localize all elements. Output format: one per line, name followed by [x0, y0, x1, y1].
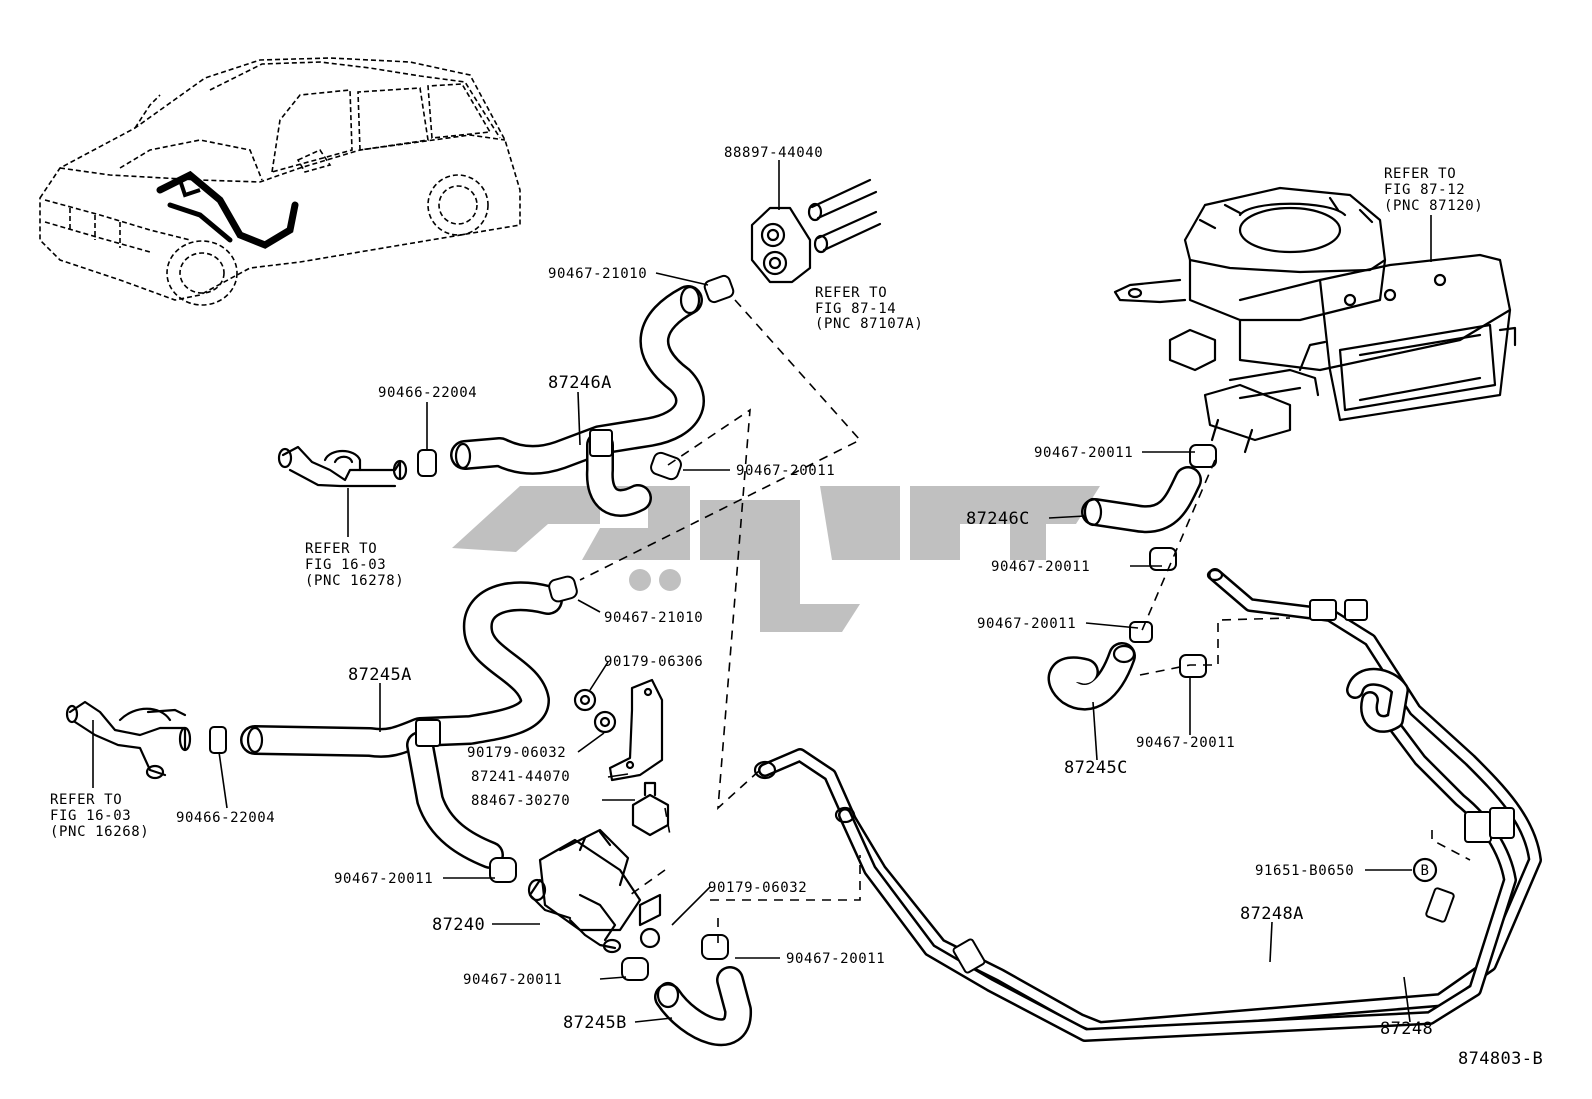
- label-ref-87-14-line2: FIG 87-14: [815, 301, 896, 317]
- label-90466-22004-top: 90466-22004: [378, 385, 477, 401]
- leader-lines: [92, 160, 1432, 1023]
- hose-clamps: [209, 274, 1217, 981]
- label-90467-20011-d: 90467-20011: [786, 951, 885, 967]
- label-87245B: 87245B: [563, 1013, 627, 1033]
- label-ref-16-03a-line3: (PNC 16278): [305, 573, 404, 589]
- hose-87245A: [240, 581, 563, 869]
- label-87241-44070: 87241-44070: [471, 769, 570, 785]
- label-ref-87-12-line1: REFER TO: [1384, 166, 1456, 182]
- label-91651-B0650: 91651-B0650: [1255, 863, 1354, 879]
- label-90467-21010-top: 90467-21010: [548, 266, 647, 282]
- dashed-assembly-lines: [579, 299, 1471, 945]
- vehicle-location-sketch: [39, 57, 521, 306]
- label-ref-16-03b-line2: FIG 16-03: [50, 808, 131, 824]
- label-90467-20011-h: 90467-20011: [1136, 735, 1235, 751]
- bracket-87241-44070: [608, 678, 664, 927]
- callout-b-circle: [1412, 857, 1438, 883]
- heater-pipe-grommet: [750, 178, 882, 284]
- label-90467-20011-e: 90467-20011: [1034, 445, 1133, 461]
- label-87245A: 87245A: [348, 665, 412, 685]
- label-87246A: 87246A: [548, 373, 612, 393]
- label-90467-21010-mid: 90467-21010: [604, 610, 703, 626]
- label-90179-06032-b: 90179-06032: [708, 880, 807, 896]
- label-ref-16-03a-line2: FIG 16-03: [305, 557, 386, 573]
- label-90467-20011-f: 90467-20011: [991, 559, 1090, 575]
- label-87248A: 87248A: [1240, 904, 1304, 924]
- hose-87246C: [1081, 466, 1202, 534]
- water-valve-87240: [527, 828, 642, 954]
- label-ref-87-12-line3: (PNC 87120): [1384, 198, 1483, 214]
- label-90467-20011-a: 90467-20011: [736, 463, 835, 479]
- label-90466-22004-bot: 90466-22004: [176, 810, 275, 826]
- engine-pipe-16278: [277, 445, 408, 488]
- hose-87245C: [1047, 642, 1136, 711]
- engine-pipe-16268: [65, 700, 192, 780]
- label-88897-44040: 88897-44040: [724, 145, 823, 161]
- heater-unit: [1113, 186, 1517, 454]
- label-ref-16-03a-line1: REFER TO: [305, 541, 377, 557]
- label-90467-20011-c: 90467-20011: [463, 972, 562, 988]
- label-90179-06306: 90179-06306: [604, 654, 703, 670]
- label-87245C: 87245C: [1064, 758, 1128, 778]
- watermark-logo: [452, 486, 1100, 632]
- label-87240: 87240: [432, 915, 485, 935]
- label-ref-87-14-line1: REFER TO: [815, 285, 887, 301]
- long-heater-pipes: [753, 568, 1542, 1042]
- label-90467-20011-b: 90467-20011: [334, 871, 433, 887]
- label-ref-87-14-line3: (PNC 87107A): [815, 316, 923, 332]
- hose-87245B: [654, 966, 752, 1047]
- label-90179-06032-a: 90179-06032: [467, 745, 566, 761]
- label-ref-16-03b-line1: REFER TO: [50, 792, 122, 808]
- label-ref-16-03b-line3: (PNC 16268): [50, 824, 149, 840]
- hose-87246A: [450, 285, 705, 517]
- label-90467-20011-g: 90467-20011: [977, 616, 1076, 632]
- label-87246C: 87246C: [966, 509, 1030, 529]
- label-ref-87-12-line2: FIG 87-12: [1384, 182, 1465, 198]
- grommets-and-clip: [573, 688, 670, 949]
- label-88467-30270: 88467-30270: [471, 793, 570, 809]
- callout-b-letter: B: [1420, 863, 1429, 879]
- figure-id-code: 874803-B: [1458, 1049, 1543, 1069]
- part-labels: 88897-44040 90467-21010 REFER TO FIG 87-…: [50, 145, 1543, 1069]
- label-87248: 87248: [1380, 1019, 1433, 1039]
